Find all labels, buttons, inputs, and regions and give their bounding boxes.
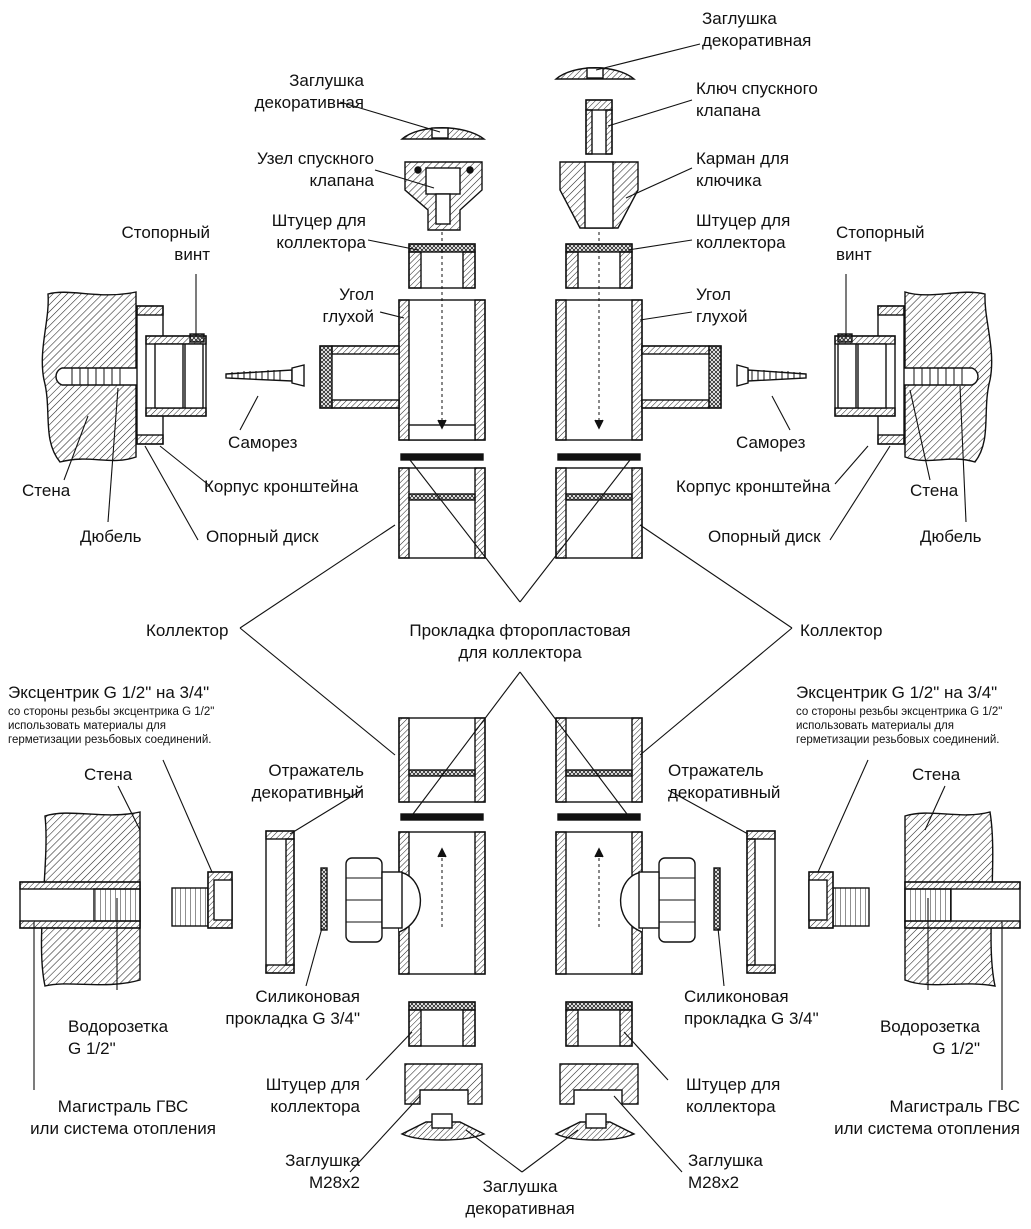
label-bracket-body-right: Корпус кронштейна — [676, 477, 831, 496]
dowel-right — [899, 367, 979, 386]
deco-plug-top-right — [554, 67, 636, 80]
key-pocket — [559, 161, 639, 229]
tee-bottom-left — [345, 831, 486, 975]
wall-right-bottom — [904, 811, 1021, 987]
label-wall-bottom-left: Стена — [84, 765, 133, 784]
label-support-disc-left: Опорный диск — [206, 527, 319, 546]
label-wall-top-left: Стена — [22, 481, 71, 500]
fitting-bottom-right — [565, 1001, 633, 1047]
reflector-left — [265, 830, 295, 974]
screw-left — [225, 364, 305, 387]
ptfe-gasket-top-right — [557, 453, 641, 461]
collector-bottom-left — [398, 717, 486, 803]
dowel-left — [55, 367, 141, 386]
screw-right — [736, 364, 807, 387]
label-dowel-left: Дюбель — [80, 527, 142, 546]
label-collector-left: Коллектор — [146, 621, 229, 640]
ptfe-gasket-bottom-right — [557, 813, 641, 821]
wall-left-bottom — [19, 811, 141, 987]
label-bracket-body-left: Корпус кронштейна — [204, 477, 359, 496]
eccentric-right — [808, 871, 870, 929]
note-eccentric-left: со стороны резьбы эксцентрика G 1/2"испо… — [8, 706, 215, 746]
plug-m28-left — [404, 1063, 483, 1105]
plug-m28-right — [559, 1063, 639, 1105]
label-eccentric-right: Эксцентрик G 1/2" на 3/4" — [796, 683, 998, 702]
blind-elbow-left — [319, 232, 486, 441]
label-eccentric-left: Эксцентрик G 1/2" на 3/4" — [8, 683, 210, 702]
silicone-gasket-left — [320, 867, 328, 931]
silicone-gasket-right — [713, 867, 721, 931]
collector-bottom-right — [555, 717, 643, 803]
reflector-right — [746, 830, 776, 974]
fitting-bottom-left — [408, 1001, 476, 1047]
ptfe-gasket-top-left — [400, 453, 484, 461]
blind-elbow-right — [555, 232, 722, 441]
note-eccentric-right: со стороны резьбы эксцентрика G 1/2"испо… — [796, 706, 1003, 746]
drain-valve-assembly-left — [404, 161, 483, 231]
drain-valve-key — [585, 99, 613, 155]
tee-bottom-right — [555, 831, 696, 975]
deco-plug-bottom-right — [554, 1113, 636, 1141]
bracket-body-right — [834, 305, 905, 445]
deco-plug-top-left — [400, 127, 487, 140]
label-screw-left: Саморез — [228, 433, 298, 452]
label-screw-right: Саморез — [736, 433, 806, 452]
label-dowel-right: Дюбель — [920, 527, 982, 546]
deco-plug-bottom-left — [400, 1113, 486, 1141]
leader-lines — [33, 43, 1003, 1173]
eccentric-left — [171, 871, 233, 929]
label-wall-bottom-right: Стена — [912, 765, 961, 784]
label-support-disc-right: Опорный диск — [708, 527, 821, 546]
label-collector-right: Коллектор — [800, 621, 883, 640]
collector-top-left — [398, 467, 486, 559]
bracket-body-left — [136, 305, 207, 445]
collector-top-right — [555, 467, 643, 559]
label-wall-top-right: Стена — [910, 481, 959, 500]
ptfe-gasket-bottom-left — [400, 813, 484, 821]
